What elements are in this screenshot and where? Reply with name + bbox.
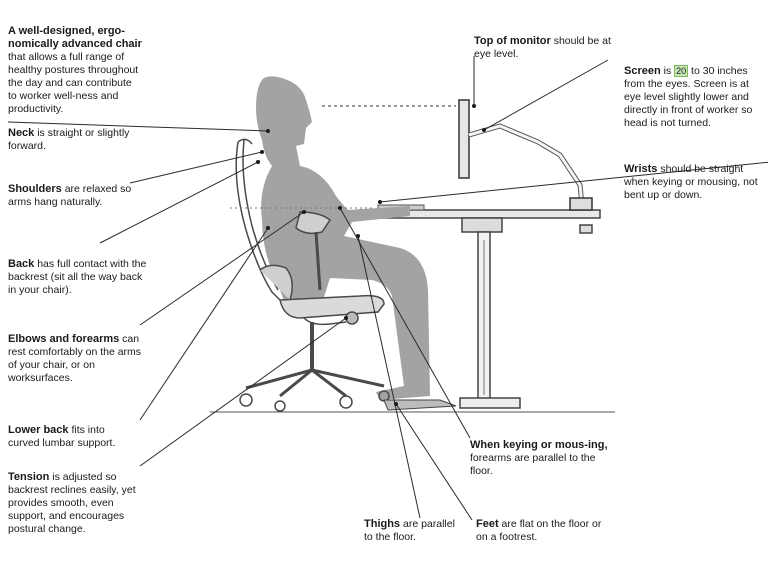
label-wrists: Wrists should be straight when keying or… (624, 163, 764, 202)
label-monitor-title: Top of monitor (474, 35, 551, 47)
label-back-text: has full contact with the backrest (sit … (8, 258, 147, 296)
label-neck: Neck is straight or slightly forward. (8, 127, 148, 153)
leader-lines (7, 56, 768, 521)
label-chair: A well-designed, ergo-nomically advanced… (8, 25, 143, 116)
label-monitor: Top of monitor should be at eye level. (474, 35, 614, 61)
label-feet-title: Feet (476, 518, 499, 530)
label-shoulders-text: are relaxed so arms hang naturally. (8, 183, 132, 208)
label-elbows-title: Elbows and forearms (8, 333, 120, 345)
label-screen: Screen is 20 to 30 inches from the eyes.… (624, 65, 764, 130)
label-shoulders: Shoulders are relaxed so arms hang natur… (8, 183, 148, 209)
label-monitor-text: should be at eye level. (474, 35, 611, 60)
label-neck-text: is straight or slightly forward. (8, 127, 130, 152)
label-back-title: Back (8, 258, 35, 270)
label-screen-title: Screen (624, 65, 661, 77)
label-keying: When keying or mous-ing, forearms are pa… (470, 439, 610, 478)
label-lowerback-text: fits into curved lumbar support. (8, 424, 116, 449)
label-chair-text: that allows a full range of healthy post… (8, 51, 139, 115)
label-elbows: Elbows and forearms can rest comfortably… (8, 333, 148, 385)
label-feet-text: are flat on the floor or on a footrest. (476, 518, 602, 543)
desk (359, 209, 601, 409)
label-back: Back has full contact with the backrest … (8, 258, 148, 297)
label-shoulders-title: Shoulders (8, 183, 62, 195)
label-tension-title: Tension (8, 471, 50, 483)
footrest (383, 399, 457, 411)
label-lowerback: Lower back fits into curved lumbar suppo… (8, 424, 128, 450)
label-wrists-text: should be straight when keying or mousin… (624, 163, 758, 201)
label-elbows-text: can rest comfortably on the arms of your… (8, 333, 142, 384)
label-tension-text: is adjusted so backrest reclines easily,… (8, 471, 136, 535)
label-neck-title: Neck (8, 127, 35, 139)
label-screen-highlight: 20 (674, 65, 689, 77)
monitor-arm (458, 99, 593, 211)
leader-dots (256, 104, 486, 406)
label-thighs-title: Thighs (364, 518, 401, 530)
chair (235, 138, 390, 412)
label-tension: Tension is adjusted so backrest reclines… (8, 471, 143, 536)
person-silhouette (256, 76, 430, 401)
label-wrists-title: Wrists (624, 163, 658, 175)
label-feet: Feet are flat on the floor or on a footr… (476, 518, 611, 544)
label-keying-title: When keying or mous-ing, (470, 439, 608, 451)
label-thighs-text: are parallel to the floor. (364, 518, 455, 543)
label-screen-text-b: to 30 inches from the eyes. Screen is at… (624, 65, 753, 129)
label-keying-text: forearms are parallel to the floor. (470, 452, 596, 477)
label-lowerback-title: Lower back (8, 424, 69, 436)
label-thighs: Thighs are parallel to the floor. (364, 518, 464, 544)
label-chair-title: A well-designed, ergo-nomically advanced… (8, 25, 142, 50)
label-screen-text-a: is (660, 65, 675, 77)
